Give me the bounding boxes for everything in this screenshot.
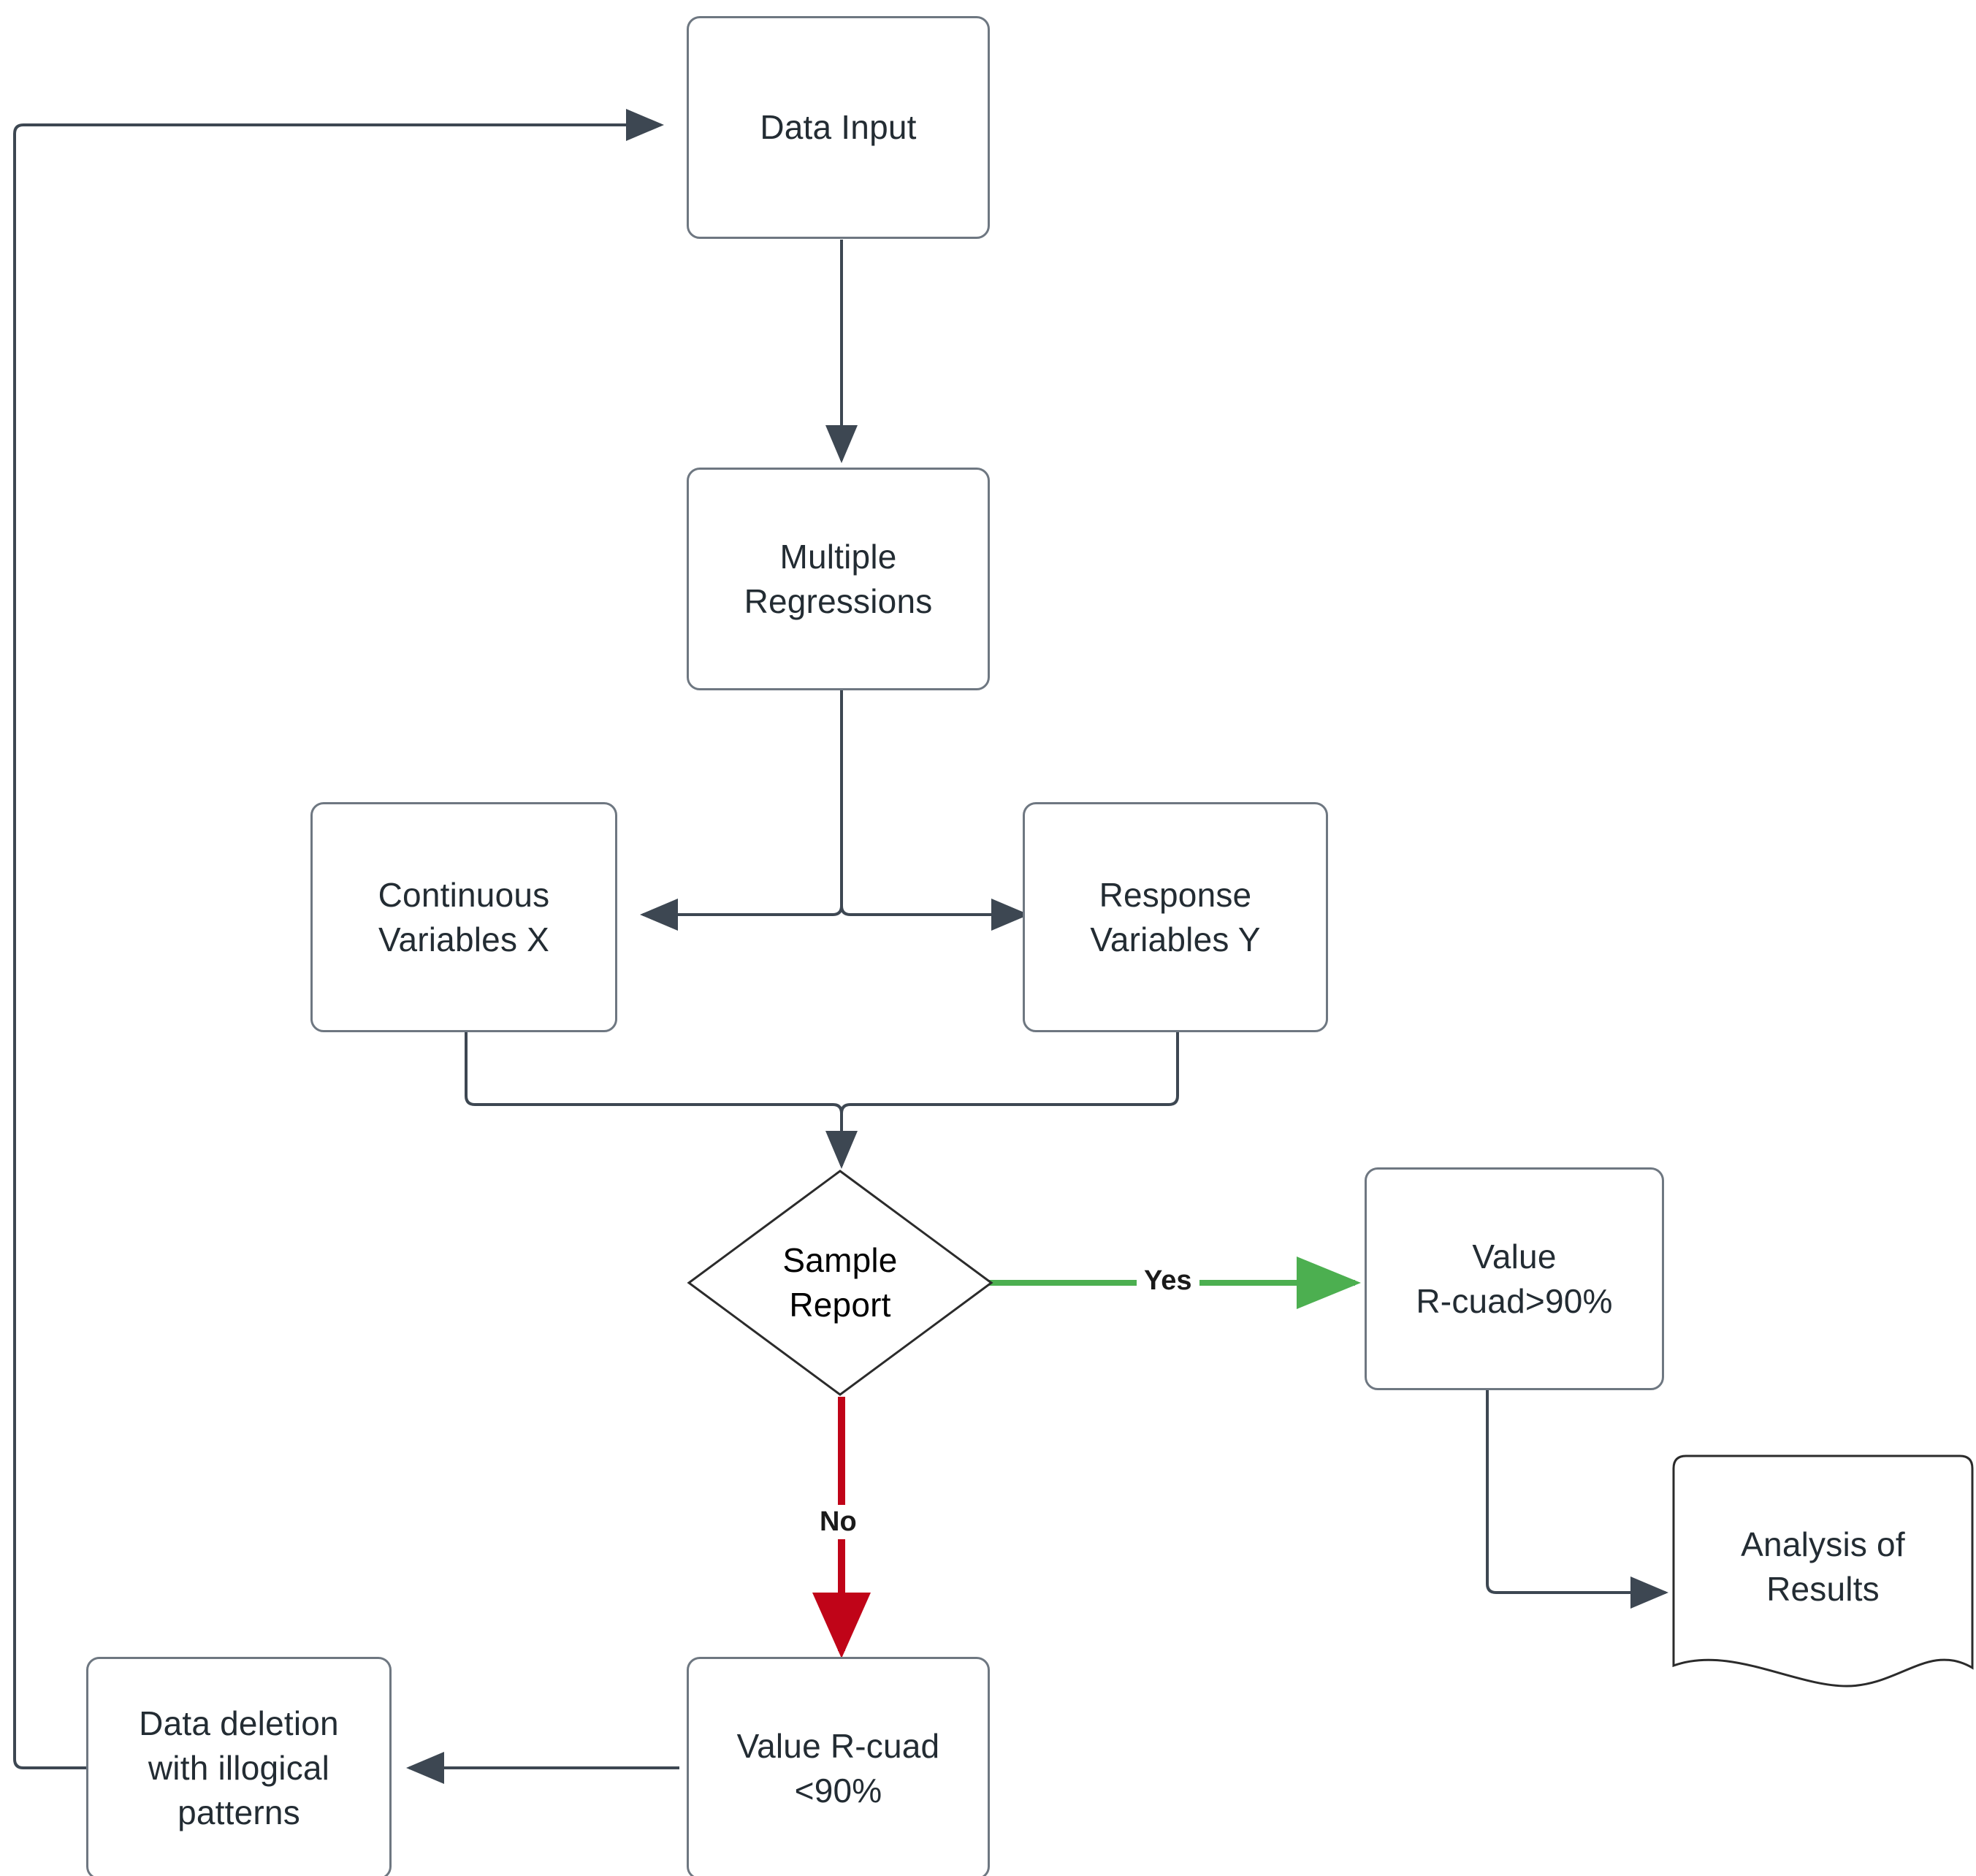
node-data-deletion[interactable]: Data deletion with illogical patterns [86, 1657, 392, 1876]
node-multiple-regressions[interactable]: Multiple Regressions [687, 468, 990, 690]
node-response-variables-y-label: Response Variables Y [1090, 875, 1261, 958]
node-response-variables-y[interactable]: Response Variables Y [1023, 802, 1328, 1032]
edge-label-no: No [812, 1505, 864, 1539]
edge-deletion-to-input [13, 109, 664, 1769]
edge-y-to-report [840, 1032, 1179, 1114]
node-sample-report[interactable]: Sample Report [687, 1169, 993, 1397]
edge-regressions-to-x [640, 690, 843, 931]
node-data-input-label: Data Input [760, 108, 917, 147]
node-analysis-of-results-label: Analysis of Results [1741, 1525, 1905, 1608]
node-continuous-variables-x-label: Continuous Variables X [378, 875, 550, 958]
node-continuous-variables-x[interactable]: Continuous Variables X [310, 802, 617, 1032]
node-sample-report-label: Sample Report [782, 1241, 898, 1324]
node-data-deletion-label: Data deletion with illogical patterns [139, 1704, 339, 1831]
node-value-r-cuad-high-label: Value R-cuad>90% [1416, 1237, 1613, 1320]
edge-x-to-report [465, 1032, 858, 1169]
edge-label-yes: Yes [1137, 1264, 1199, 1298]
node-analysis-of-results[interactable]: Analysis of Results [1671, 1454, 1975, 1698]
node-value-r-cuad-high[interactable]: Value R-cuad>90% [1365, 1167, 1664, 1390]
edge-high-to-analysis [1486, 1389, 1668, 1609]
node-value-r-cuad-low[interactable]: Value R-cuad <90% [687, 1657, 990, 1876]
edge-regressions-to-y [840, 899, 1029, 931]
diamond-shape [687, 1170, 993, 1396]
node-data-input[interactable]: Data Input [687, 16, 990, 239]
document-shape [1672, 1454, 1974, 1688]
node-multiple-regressions-label: Multiple Regressions [744, 537, 933, 620]
node-value-r-cuad-low-label: Value R-cuad <90% [736, 1726, 940, 1810]
